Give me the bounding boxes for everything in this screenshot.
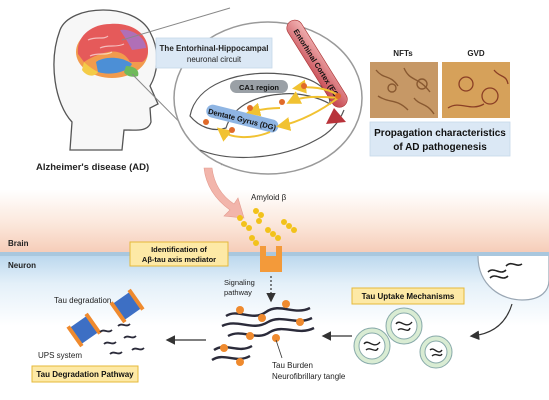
brain-icon xyxy=(76,23,148,78)
circuit-pathways xyxy=(216,79,339,142)
receptor-icon xyxy=(260,246,282,272)
tau-uptake-label: Tau Uptake Mechanisms xyxy=(362,292,455,301)
tau-degradation-label: Tau degradation xyxy=(54,296,111,305)
tau-aggregate-uptake-icon xyxy=(487,262,523,279)
tau-burden-line1: Tau Burden xyxy=(272,361,313,370)
brain-band xyxy=(0,190,549,252)
endosome-vesicles xyxy=(353,307,453,369)
zoom-line-top xyxy=(121,7,231,41)
nfts-label: NFTs xyxy=(393,49,413,58)
amyloid-label: Amyloid β xyxy=(251,193,287,202)
degradation-pathway-label: Tau Degradation Pathway xyxy=(36,370,134,379)
tau-phospho-markers xyxy=(220,300,304,366)
proteasome-icon-bottom xyxy=(66,312,102,348)
brain-label: Brain xyxy=(8,239,29,248)
identification-box xyxy=(129,241,229,267)
neuron-label: Neuron xyxy=(8,261,36,270)
circuit-title-line1: The Entorhinal-Hippocampal xyxy=(160,44,269,53)
vesicle-tau-aggregates xyxy=(363,321,443,357)
identification-line2: Aβ-tau axis mediator xyxy=(142,255,216,264)
nft-photo-panel xyxy=(370,62,438,118)
signaling-line1: Signaling xyxy=(224,278,255,287)
propagation-line2: of AD pathogenesis xyxy=(393,142,487,153)
circuit-title-line2: neuronal circuit xyxy=(187,55,242,64)
membrane-line xyxy=(0,252,549,256)
gvd-photo-panel xyxy=(442,62,510,118)
gvd-label: GVD xyxy=(467,49,485,58)
ca1-region-label: CA1 region xyxy=(239,83,279,92)
tau-burden-line2: Neurofibrillary tangle xyxy=(272,372,346,381)
proteasome-icon-top xyxy=(109,288,145,324)
endocytic-vesicle-membrane xyxy=(477,255,549,301)
dentate-gyrus-pill xyxy=(206,104,279,133)
uptake-curve-arrow xyxy=(469,303,513,341)
gvd-photo-texture xyxy=(447,69,509,109)
neuron-markers xyxy=(203,83,341,133)
tau-uptake-box xyxy=(351,287,465,305)
amyloid-oligomer-icon xyxy=(237,208,297,246)
zoom-down-arrow xyxy=(203,167,245,219)
disease-label: Alzheimer's disease (AD) xyxy=(36,162,149,173)
nft-photo-texture xyxy=(375,67,435,115)
ca1-region-pill xyxy=(230,80,288,93)
identification-line1: Identification of xyxy=(151,245,207,254)
entorhinal-cortex-band xyxy=(286,19,348,108)
tau-fragments-icon xyxy=(99,323,145,355)
circuit-title-box xyxy=(155,37,273,69)
degradation-pathway-box xyxy=(31,365,139,383)
signaling-line2: pathway xyxy=(224,288,252,297)
ups-system-label: UPS system xyxy=(38,351,82,360)
propagation-box xyxy=(369,121,511,157)
propagation-line1: Propagation characteristics xyxy=(374,128,506,139)
tau-burden-pointer xyxy=(275,339,283,359)
ec-direction-arrow xyxy=(326,108,346,124)
